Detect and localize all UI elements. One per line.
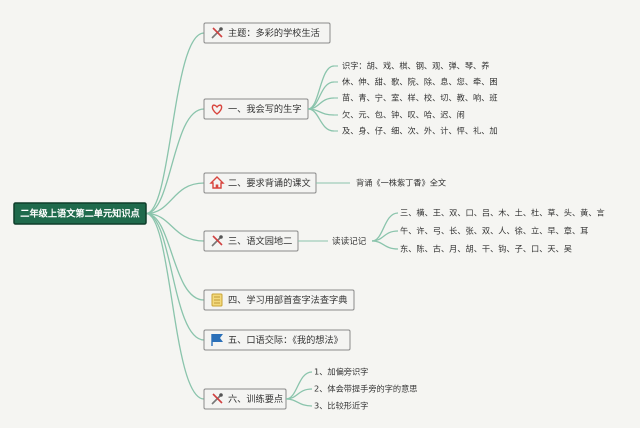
char-line: 三、横、王、双、口、吕、木、土、杜、草、头、黄、言 <box>400 208 605 218</box>
branch-connector <box>145 32 205 215</box>
root-node[interactable]: 二年级上语文第二单元知识点 <box>13 202 147 225</box>
branch-box <box>203 22 331 44</box>
branch-node[interactable]: 一、我会写的生字 <box>203 98 309 120</box>
branch-node[interactable]: 四、学习用部首查字法查字典 <box>203 289 355 311</box>
char-line: 东、陈、古、月、胡、干、钩、子、口、天、吴 <box>400 244 572 254</box>
char-line: 欠、元、包、钟、叹、哈、迟、闹 <box>342 110 465 120</box>
notebook-icon <box>211 293 223 307</box>
branch-label: 主题：多彩的学校生活 <box>228 27 320 39</box>
leaf-connector <box>371 240 399 250</box>
branch-box <box>203 329 351 351</box>
branch-label: 一、我会写的生字 <box>228 103 302 115</box>
recite-text: 背诵《一株紫丁香》全文 <box>356 178 446 188</box>
home-icon <box>209 176 225 189</box>
branch-label: 六、训练要点 <box>228 393 283 405</box>
branch-box <box>203 289 355 311</box>
branch-connector <box>145 108 205 215</box>
char-line: 识字：胡、戏、棋、钢、观、弹、琴、养 <box>342 61 489 71</box>
branch-connector <box>145 212 205 341</box>
point-text: 1、加偏旁识字 <box>314 367 368 377</box>
branch-connector <box>145 212 205 400</box>
branch-connector <box>145 212 205 242</box>
branch-connector <box>145 212 205 301</box>
branch-label: 四、学习用部首查字法查字典 <box>228 294 347 306</box>
leaf-connector <box>371 212 399 242</box>
branch-node[interactable]: 三、语文园地二 <box>203 230 299 252</box>
point-text: 3、比较形近字 <box>314 401 368 411</box>
tools-icon <box>211 27 223 39</box>
branch-connector <box>145 182 205 215</box>
char-line: 苗、青、宁、室、样、校、切、教、响、班 <box>342 93 498 103</box>
char-line: 及、身、仔、细、次、外、计、怦、礼、加 <box>342 126 498 136</box>
flag-icon <box>211 334 223 346</box>
heart-icon <box>211 104 223 115</box>
char-line: 午、许、弓、长、张、双、人、徐、立、早、章、耳 <box>400 226 588 236</box>
branch-node[interactable]: 五、口语交际：《我的想法》 <box>203 329 351 351</box>
tools-icon <box>211 235 223 247</box>
branch-node[interactable]: 六、训练要点 <box>203 388 287 410</box>
leaf-connector <box>285 398 313 407</box>
branch-label: 二、要求背诵的课文 <box>228 177 311 189</box>
branch-node[interactable]: 主题：多彩的学校生活 <box>203 22 331 44</box>
tools-icon <box>211 393 223 405</box>
branch-label: 五、口语交际：《我的想法》 <box>228 334 343 346</box>
root-box <box>13 202 147 225</box>
branch-node[interactable]: 二、要求背诵的课文 <box>203 172 317 194</box>
point-text: 2、体会带提手旁的字的意思 <box>314 384 417 394</box>
sub-label: 读读记记 <box>332 235 367 247</box>
leaf-connector <box>307 108 335 132</box>
branch-label: 三、语文园地二 <box>228 235 292 247</box>
char-line: 休、伸、甜、歌、院、除、息、您、牵、困 <box>342 77 498 87</box>
leaf-connector <box>285 371 313 400</box>
root-title: 二年级上语文第二单元知识点 <box>20 208 139 220</box>
